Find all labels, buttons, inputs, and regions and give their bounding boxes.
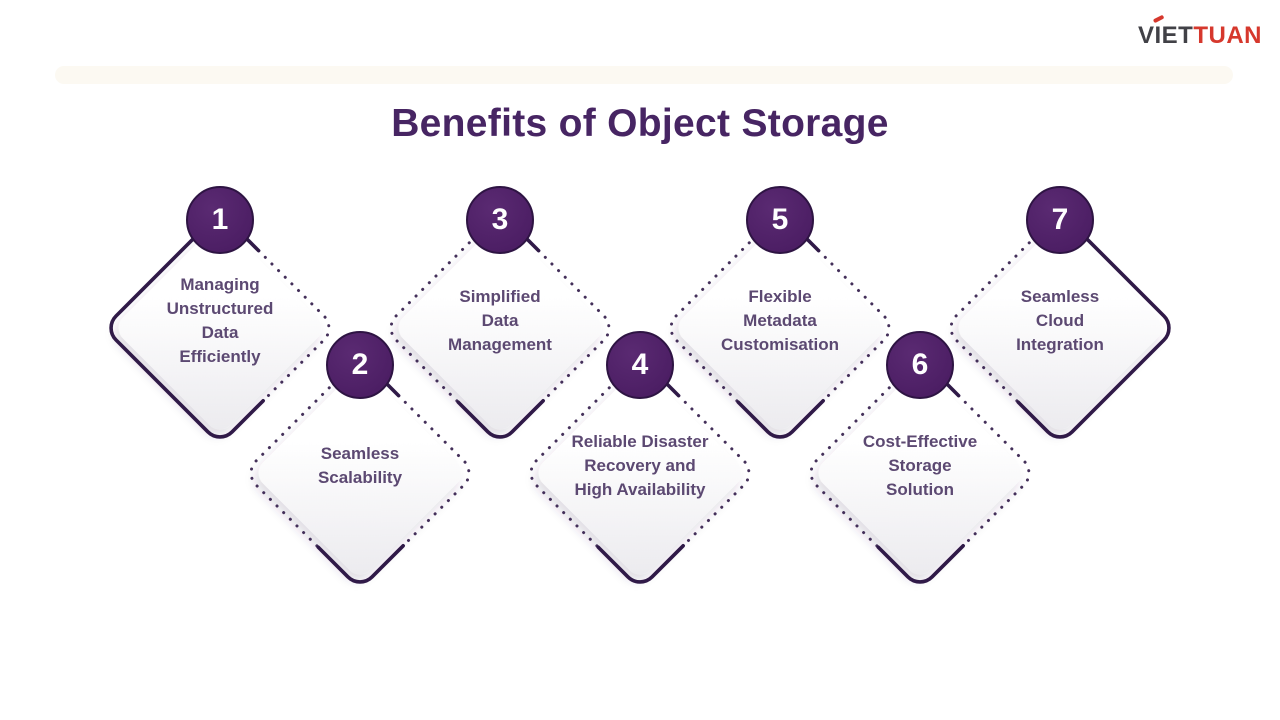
diamond-dotted-border bbox=[809, 362, 1031, 584]
diamond-shape bbox=[669, 217, 891, 439]
logo-letters-et: ET bbox=[1161, 22, 1194, 49]
diamond-card-3: 3 Simplified Data Management bbox=[360, 186, 640, 468]
number-badge: 5 bbox=[746, 186, 814, 254]
diamond-face bbox=[118, 226, 322, 430]
badge-number: 2 bbox=[351, 348, 369, 381]
diamond-card-4: 4 Reliable Disaster Recovery and High Av… bbox=[500, 331, 780, 613]
diamond-label: Reliable Disaster Recovery and High Avai… bbox=[571, 432, 709, 499]
diamond-shape bbox=[949, 217, 1171, 439]
diamond-label: Seamless Scalability bbox=[317, 444, 403, 487]
badge-number: 1 bbox=[211, 203, 229, 236]
badge-number: 7 bbox=[1051, 203, 1069, 236]
number-badge: 4 bbox=[606, 331, 674, 399]
logo-text-red: TUAN bbox=[1193, 22, 1262, 49]
logo-letter-i: I bbox=[1152, 14, 1164, 48]
diamond-shape bbox=[529, 362, 751, 584]
badge-number: 5 bbox=[771, 203, 789, 236]
diamond-dotted-border bbox=[249, 362, 471, 584]
diamond-shape bbox=[109, 217, 331, 439]
diamond-card-2: 2 Seamless Scalability bbox=[220, 331, 500, 613]
badge-number: 4 bbox=[631, 348, 649, 381]
diamond-face bbox=[258, 371, 462, 575]
diamond-face bbox=[958, 226, 1162, 430]
diamond-card-6: 6 Cost-Effective Storage Solution bbox=[780, 331, 1060, 613]
diamond-label: Cost-Effective Storage Solution bbox=[862, 432, 978, 499]
diamond-solid-border bbox=[949, 217, 1171, 439]
diamond-dotted-border bbox=[389, 217, 611, 439]
diamond-dotted-border bbox=[669, 217, 891, 439]
number-badge: 7 bbox=[1026, 186, 1094, 254]
diamond-face bbox=[678, 226, 882, 430]
number-badge: 6 bbox=[886, 331, 954, 399]
number-badge: 3 bbox=[466, 186, 534, 254]
diamond-label: Flexible Metadata Customisation bbox=[720, 287, 840, 354]
diamond-face bbox=[538, 371, 742, 575]
number-badge: 2 bbox=[326, 331, 394, 399]
diamond-solid-border bbox=[109, 217, 331, 439]
diamond-card-5: 5 Flexible Metadata Customisation bbox=[640, 186, 920, 468]
diamond-card-7: 7 Seamless Cloud Integration bbox=[920, 186, 1200, 468]
diamond-label: Seamless Cloud Integration bbox=[1016, 287, 1104, 354]
number-badge: 1 bbox=[186, 186, 254, 254]
diamond-dotted-border bbox=[529, 362, 751, 584]
diamond-label: Managing Unstructured Data Efficiently bbox=[166, 275, 274, 366]
diamond-shape bbox=[389, 217, 611, 439]
diamond-shape bbox=[249, 362, 471, 584]
diamond-face bbox=[818, 371, 1022, 575]
page-title: Benefits of Object Storage bbox=[391, 102, 889, 145]
background-band bbox=[55, 66, 1233, 84]
diamond-label: Simplified Data Management bbox=[448, 287, 552, 354]
diamond-shape bbox=[809, 362, 1031, 584]
diamond-card-1: 1 Managing Unstructured Data Efficiently bbox=[80, 186, 360, 468]
diamond-face bbox=[398, 226, 602, 430]
badge-number: 6 bbox=[911, 348, 929, 381]
badge-number: 3 bbox=[491, 203, 509, 236]
logo-letter-v: V bbox=[1137, 22, 1155, 49]
